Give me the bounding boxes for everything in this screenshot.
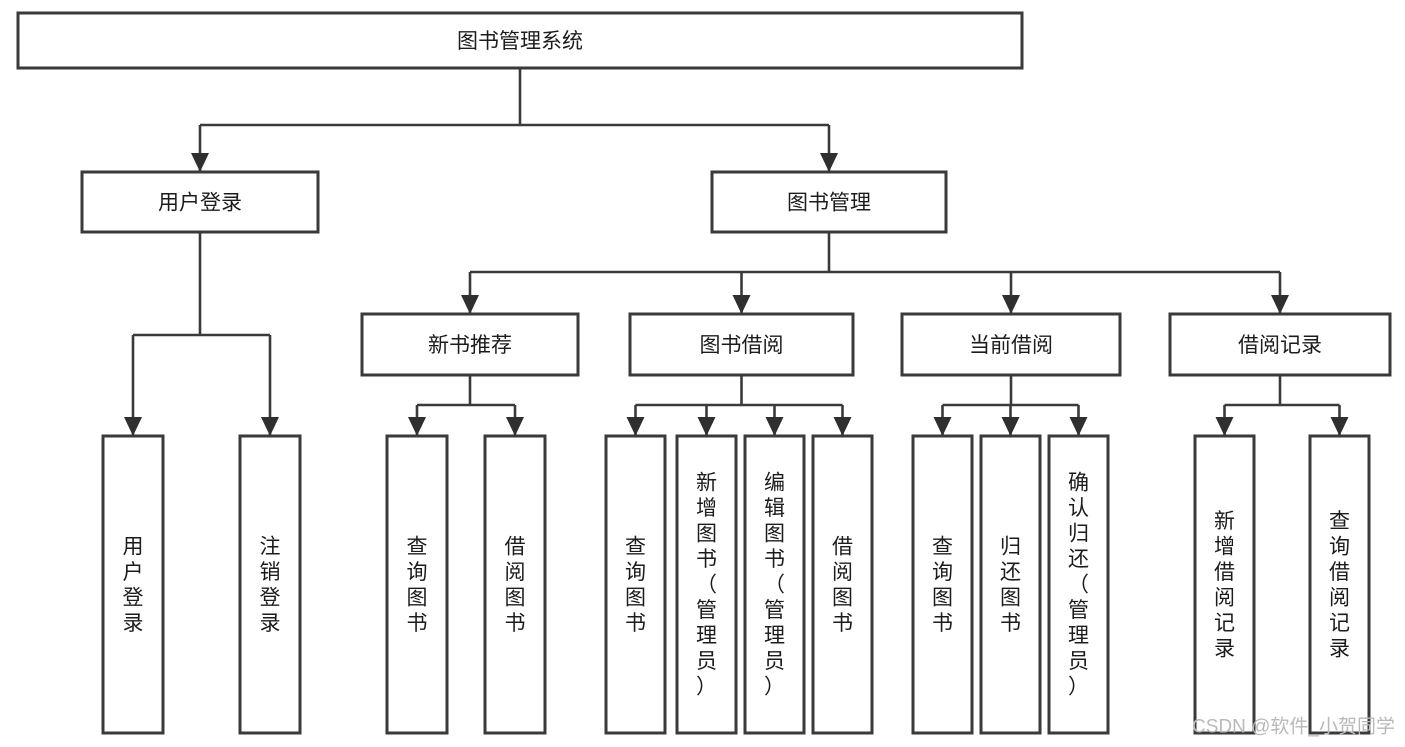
node-label: 图书管理系统 bbox=[457, 30, 583, 53]
arrow-head-icon bbox=[933, 417, 952, 436]
node-box[interactable] bbox=[979, 434, 1042, 735]
csdn-watermark: CSDN @软件_小贺同学 bbox=[1192, 716, 1395, 738]
node-box[interactable] bbox=[1308, 434, 1371, 735]
node-label: 借阅记录 bbox=[1238, 334, 1322, 357]
arrow-head-icon bbox=[820, 153, 838, 172]
node-level3-0[interactable]: 新书推荐 bbox=[360, 312, 580, 377]
node-leaf-4[interactable]: 查询图书 bbox=[604, 434, 667, 735]
arrow-head-icon bbox=[1069, 417, 1088, 436]
arrow-head-icon bbox=[697, 417, 716, 436]
arrow-head-icon bbox=[1271, 295, 1289, 314]
node-leaf-0[interactable]: 用户登录 bbox=[101, 434, 165, 735]
arrow-head-icon bbox=[506, 417, 524, 436]
node-box[interactable] bbox=[385, 434, 449, 735]
node-label: 查询借阅记录 bbox=[1329, 509, 1350, 660]
node-leaf-7[interactable]: 借阅图书 bbox=[811, 434, 874, 735]
node-label: 借阅图书 bbox=[505, 535, 526, 635]
node-label: 查询图书 bbox=[407, 535, 428, 635]
node-label: 注销登录 bbox=[260, 535, 281, 635]
node-level3-2[interactable]: 当前借阅 bbox=[900, 312, 1122, 377]
node-label: 新书推荐 bbox=[428, 334, 512, 357]
arrow-head-icon bbox=[1002, 295, 1020, 314]
node-leaf-11[interactable]: 新增借阅记录 bbox=[1193, 434, 1256, 735]
node-leaf-2[interactable]: 查询图书 bbox=[385, 434, 449, 735]
connector-layer bbox=[124, 68, 1349, 436]
node-label: 新增图书（管理员） bbox=[696, 471, 717, 698]
node-box[interactable] bbox=[238, 434, 302, 735]
node-box[interactable] bbox=[1047, 434, 1110, 735]
node-box[interactable] bbox=[911, 434, 974, 735]
arrow-head-icon bbox=[626, 417, 645, 436]
node-box[interactable] bbox=[743, 434, 806, 735]
node-label: 图书借阅 bbox=[700, 334, 784, 357]
arrow-head-icon bbox=[765, 417, 784, 436]
node-label: 当前借阅 bbox=[969, 334, 1053, 357]
node-leaf-5[interactable]: 新增图书（管理员） bbox=[675, 434, 738, 735]
arrow-head-icon bbox=[461, 295, 479, 314]
node-box[interactable] bbox=[604, 434, 667, 735]
node-box[interactable] bbox=[675, 434, 738, 735]
node-level2-0[interactable]: 用户登录 bbox=[80, 170, 320, 234]
node-leaf-12[interactable]: 查询借阅记录 bbox=[1308, 434, 1371, 735]
node-label: 用户登录 bbox=[158, 192, 242, 215]
node-box[interactable] bbox=[101, 434, 165, 735]
node-root-0[interactable]: 图书管理系统 bbox=[16, 11, 1024, 70]
node-label: 图书管理 bbox=[787, 192, 871, 215]
node-box[interactable] bbox=[710, 170, 948, 234]
node-layer: 图书管理系统用户登录图书管理新书推荐图书借阅当前借阅借阅记录用户登录注销登录查询… bbox=[16, 11, 1392, 735]
node-leaf-1[interactable]: 注销登录 bbox=[238, 434, 302, 735]
node-label: 归还图书 bbox=[1000, 535, 1021, 635]
node-box[interactable] bbox=[1193, 434, 1256, 735]
arrow-head-icon bbox=[1001, 417, 1020, 436]
node-leaf-9[interactable]: 归还图书 bbox=[979, 434, 1042, 735]
node-box[interactable] bbox=[900, 312, 1122, 377]
node-box[interactable] bbox=[1168, 312, 1392, 377]
node-leaf-6[interactable]: 编辑图书（管理员） bbox=[743, 434, 806, 735]
node-box[interactable] bbox=[483, 434, 547, 735]
node-label: 借阅图书 bbox=[832, 535, 853, 635]
node-level2-1[interactable]: 图书管理 bbox=[710, 170, 948, 234]
node-box[interactable] bbox=[811, 434, 874, 735]
node-leaf-8[interactable]: 查询图书 bbox=[911, 434, 974, 735]
arrow-head-icon bbox=[408, 417, 426, 436]
node-box[interactable] bbox=[628, 312, 855, 377]
arrow-head-icon bbox=[732, 295, 751, 314]
node-level3-1[interactable]: 图书借阅 bbox=[628, 312, 855, 377]
node-box[interactable] bbox=[80, 170, 320, 234]
node-leaf-10[interactable]: 确认归还（管理员） bbox=[1047, 434, 1110, 735]
node-leaf-3[interactable]: 借阅图书 bbox=[483, 434, 547, 735]
arrow-head-icon bbox=[124, 417, 142, 436]
arrow-head-icon bbox=[833, 417, 852, 436]
node-label: 新增借阅记录 bbox=[1214, 509, 1235, 660]
node-label: 查询图书 bbox=[932, 535, 953, 635]
arrow-head-icon bbox=[191, 153, 209, 172]
node-label: 编辑图书（管理员） bbox=[764, 471, 785, 698]
node-label: 查询图书 bbox=[625, 535, 646, 635]
arrow-head-icon bbox=[1330, 417, 1349, 436]
node-box[interactable] bbox=[360, 312, 580, 377]
node-label: 确认归还（管理员） bbox=[1068, 471, 1089, 698]
node-box[interactable] bbox=[16, 11, 1024, 70]
arrow-head-icon bbox=[1215, 417, 1234, 436]
node-level3-3[interactable]: 借阅记录 bbox=[1168, 312, 1392, 377]
arrow-head-icon bbox=[261, 417, 279, 436]
node-label: 用户登录 bbox=[123, 535, 144, 635]
